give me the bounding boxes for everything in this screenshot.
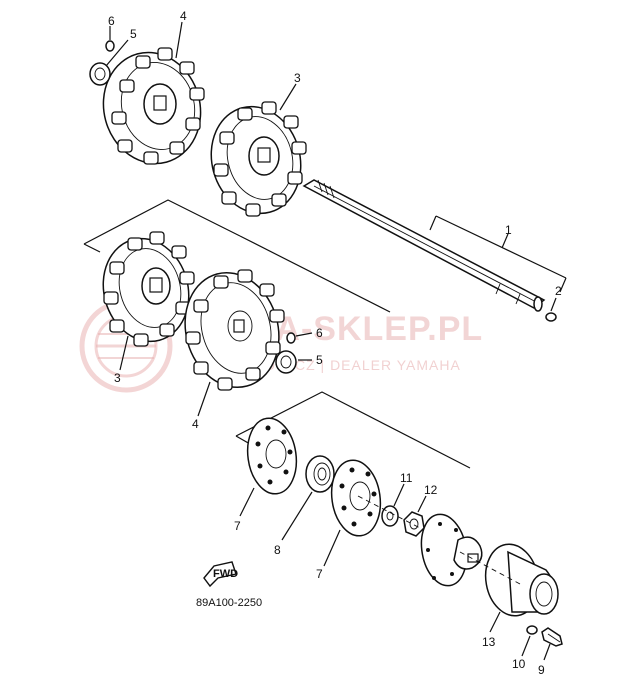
callout-10: 10 <box>512 657 526 671</box>
flange-plate-7-left <box>246 417 298 495</box>
flange-plate-7-right <box>330 459 382 537</box>
collar-5-lower <box>275 350 297 374</box>
callout-6-upper: 6 <box>108 14 115 28</box>
callout-5-upper: 5 <box>130 27 137 41</box>
sprocket-4-lower <box>184 269 285 391</box>
callout-5-lower: 5 <box>316 353 323 367</box>
bolt-9 <box>541 627 563 647</box>
callout-13: 13 <box>482 635 496 649</box>
callout-3-upper: 3 <box>294 71 301 85</box>
fwd-label: FWD <box>213 568 238 580</box>
part-code: 89A100-2250 <box>196 597 262 609</box>
bearing-housing-13 <box>484 543 559 617</box>
callout-11: 11 <box>400 471 413 485</box>
washer-6-upper <box>105 40 115 52</box>
nut-12 <box>403 511 425 537</box>
callout-4-upper: 4 <box>180 9 187 23</box>
callout-2: 2 <box>555 284 562 298</box>
plug-2 <box>545 312 557 322</box>
sprocket-3-lower <box>102 231 195 347</box>
washer-11 <box>381 505 399 527</box>
sprocket-4-upper <box>102 47 205 165</box>
sprocket-3-upper <box>210 101 307 217</box>
callout-8: 8 <box>274 543 281 557</box>
collar-5-upper <box>89 62 111 86</box>
bearing-8 <box>305 455 335 493</box>
callout-7-left: 7 <box>234 519 241 533</box>
washer-10 <box>526 625 538 635</box>
callout-4-lower: 4 <box>192 417 199 431</box>
washer-6-lower <box>286 332 296 344</box>
callout-1: 1 <box>505 223 512 237</box>
drive-shaft-1 <box>302 179 546 312</box>
callout-3-lower: 3 <box>114 371 121 385</box>
callout-9: 9 <box>538 663 545 677</box>
callout-6-lower: 6 <box>316 326 323 340</box>
callout-12: 12 <box>424 483 438 497</box>
hub-flange <box>420 513 483 587</box>
callout-7-right: 7 <box>316 567 323 581</box>
fwd-arrow-icon: FWD <box>203 561 238 588</box>
